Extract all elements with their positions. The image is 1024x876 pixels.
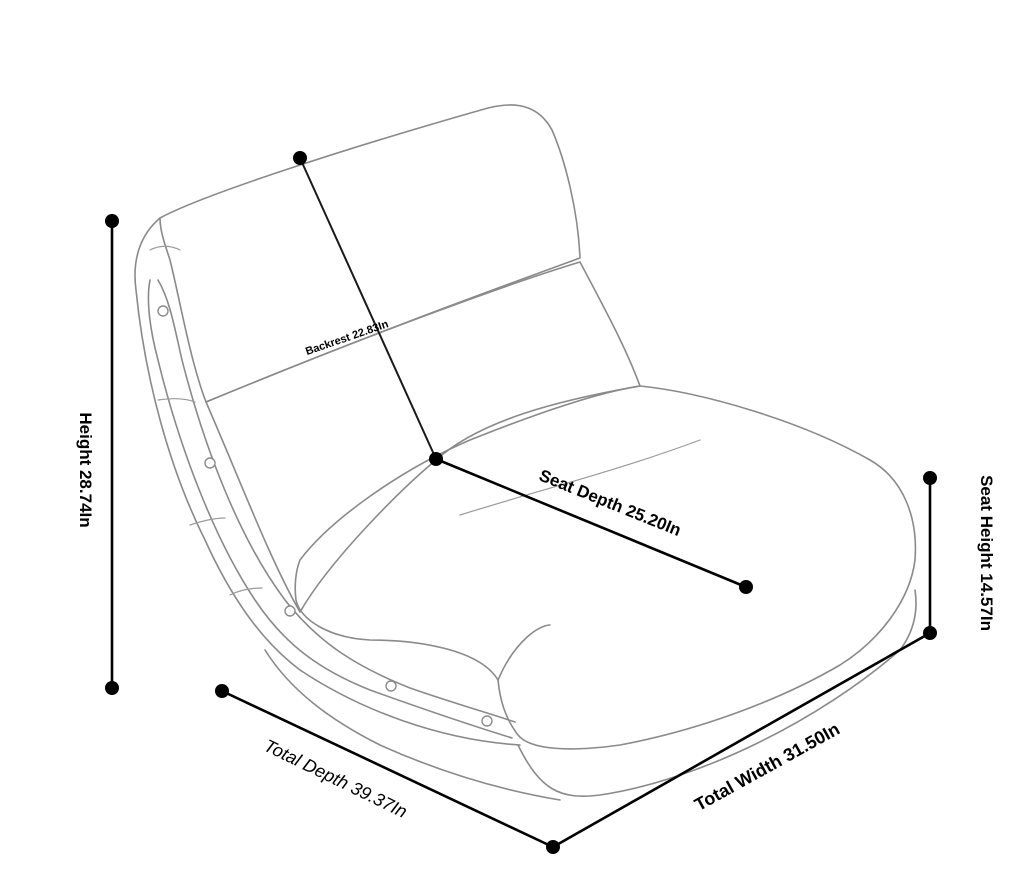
seat-front-curve [497, 624, 551, 681]
rocker-frame-outer [134, 217, 521, 746]
total-width-label: Total Width 31.50In [691, 719, 843, 815]
dimension-labels: Height 28.74In Backrest 22.83In Seat Dep… [76, 318, 996, 822]
chair-illustration [134, 104, 917, 801]
total-depth-start-dot [215, 684, 229, 698]
frame-rivet-1 [157, 305, 169, 317]
total-depth-dimension-line [220, 689, 555, 849]
backrest-lower-cushion [205, 261, 641, 613]
total-width-dimension-line [551, 631, 932, 849]
seat-depth-label: Seat Depth 25.20In [536, 466, 683, 540]
side-pad-3 [229, 587, 263, 596]
height-top-dot [105, 214, 119, 228]
backrest-upper-cushion [159, 104, 581, 403]
backrest-top-dot [293, 151, 307, 165]
seat-cushion [294, 385, 917, 750]
side-pad-2 [189, 517, 226, 526]
seat-depth-end-dot [739, 580, 753, 594]
backrest-dimension-line [299, 157, 437, 460]
height-bottom-dot [105, 681, 119, 695]
side-pad-4 [149, 245, 181, 251]
seat-seam [459, 439, 701, 516]
seat-height-top-dot [923, 471, 937, 485]
height-label: Height 28.74In [76, 412, 95, 527]
rocker-frame-inner [147, 279, 513, 739]
frame-rivet-2 [204, 457, 216, 469]
base-sweep [264, 649, 561, 801]
rocker-band [157, 279, 516, 723]
seat-base [517, 589, 917, 797]
seat-depth-dimension-line [434, 457, 748, 589]
frame-rivet-3 [284, 605, 296, 617]
seat-height-label: Seat Height 14.57In [977, 475, 996, 631]
backrest-label: Backrest 22.83In [304, 318, 390, 358]
frame-rivet-5 [481, 715, 493, 727]
frame-rivet-4 [385, 680, 397, 692]
side-pad-1 [157, 398, 196, 403]
dimension-lines [105, 151, 937, 854]
